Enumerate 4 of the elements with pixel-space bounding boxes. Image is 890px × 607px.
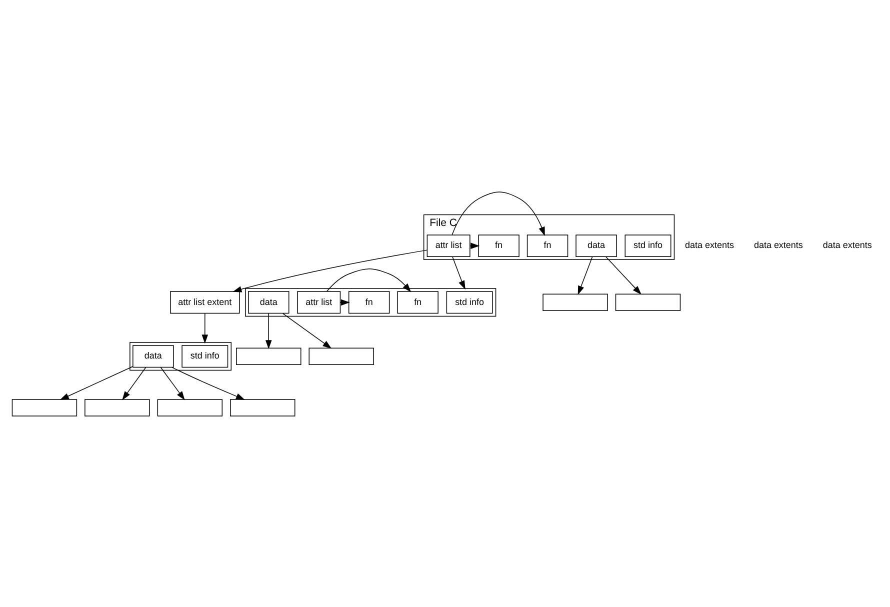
- label: data extents: [754, 240, 803, 250]
- label: data extents: [684, 240, 734, 250]
- label: data extents: [822, 240, 872, 250]
- node-label: File C: [430, 218, 458, 229]
